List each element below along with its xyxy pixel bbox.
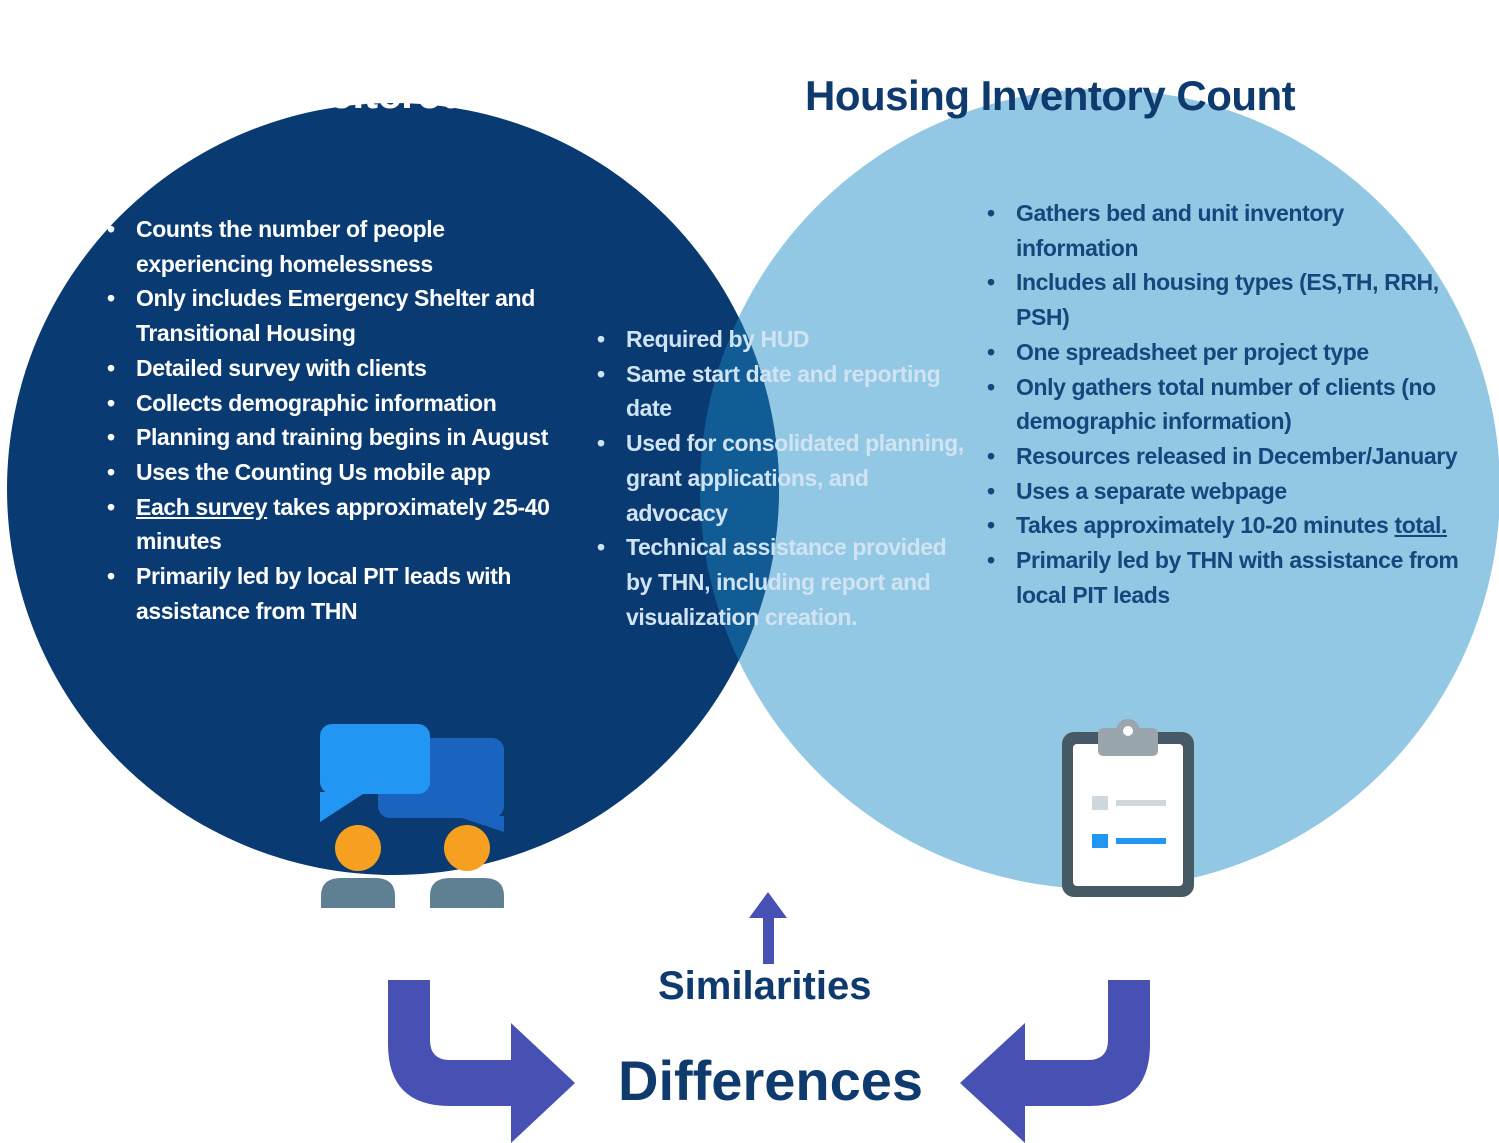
list-item: Only gathers total number of clients (no…	[987, 370, 1466, 439]
list-item: Collects demographic information	[107, 386, 551, 421]
list-item: Planning and training begins in August	[107, 420, 551, 455]
list-item-text: takes approximately 25-40 minutes	[136, 493, 550, 555]
list-item: Primarily led by local PIT leads with as…	[107, 559, 551, 628]
similarities-label: Similarities	[658, 964, 872, 1008]
clipboard-checklist-icon	[1062, 719, 1194, 897]
housing-inventory-list: Gathers bed and unit inventory informati…	[987, 196, 1466, 612]
list-item: One spreadsheet per project type	[987, 335, 1466, 370]
arrow-up-similarities	[749, 892, 787, 964]
list-item: Takes approximately 10-20 minutes total.	[987, 508, 1466, 543]
list-item: Each survey takes approximately 25-40 mi…	[107, 490, 551, 559]
underlined-text: total.	[1394, 512, 1447, 539]
list-item: Primarily led by THN with assistance fro…	[987, 543, 1466, 612]
list-item: Technical assistance provided by THN, in…	[597, 530, 971, 634]
list-item: Resources released in December/January	[987, 439, 1466, 474]
list-item: Detailed survey with clients	[107, 351, 551, 386]
list-item: Includes all housing types (ES,TH, RRH, …	[987, 265, 1466, 334]
differences-label: Differences	[618, 1049, 924, 1112]
arrow-right-to-differences	[960, 980, 1150, 1143]
list-item: Used for consolidated planning, grant ap…	[597, 426, 971, 530]
list-item: Gathers bed and unit inventory informati…	[987, 196, 1466, 265]
list-item: Required by HUD	[597, 322, 971, 357]
sheltered-pit-count-title: Sheltered PIT Count	[275, 70, 677, 118]
housing-inventory-count-title: Housing Inventory Count	[805, 72, 1296, 119]
similarities-list: Required by HUD Same start date and repo…	[597, 322, 971, 634]
list-item: Same start date and reporting date	[597, 357, 971, 426]
underlined-text: Each survey	[136, 493, 268, 520]
list-item: Counts the number of people experiencing…	[107, 212, 551, 281]
pit-count-list: Counts the number of people experiencing…	[107, 212, 551, 628]
list-item: Only includes Emergency Shelter and Tran…	[107, 281, 551, 350]
list-item-text: Takes approximately 10-20 minutes	[1016, 512, 1395, 539]
list-item: Uses the Counting Us mobile app	[107, 455, 551, 490]
arrow-left-to-differences	[388, 980, 575, 1143]
list-item: Uses a separate webpage	[987, 474, 1466, 509]
conversation-people-icon	[320, 724, 504, 908]
